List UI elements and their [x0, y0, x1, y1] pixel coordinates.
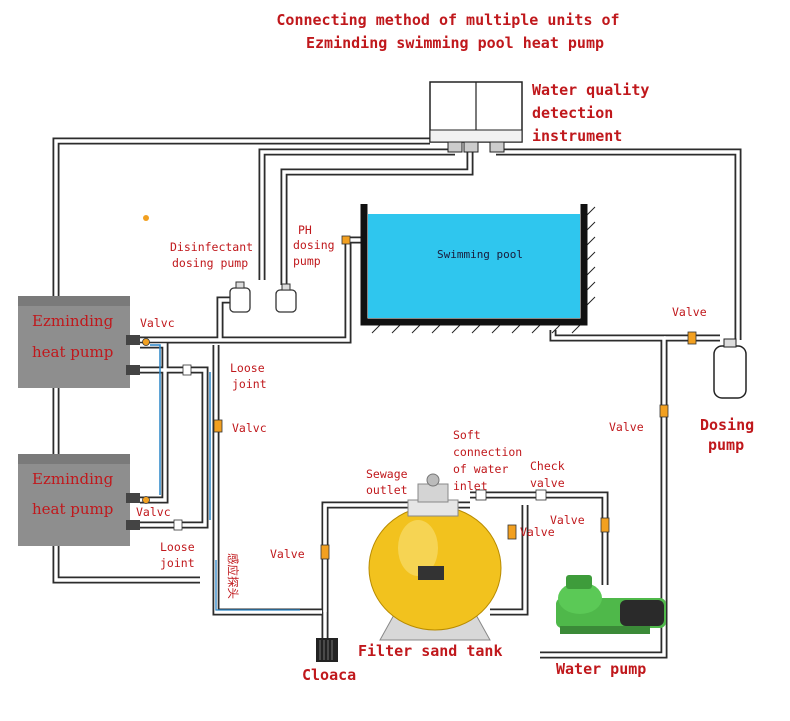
valve-right-mid-label: Valve: [609, 420, 644, 434]
water-pump-label: Water pump: [556, 660, 646, 678]
loose-joint-2-label-line1: Loose: [160, 540, 195, 554]
ph-pump-label-line2: dosing: [293, 238, 335, 252]
valve-right-top-label: Valve: [672, 305, 707, 319]
heat-pump-1-label-line1: Ezminding: [32, 312, 114, 330]
disinfectant-dosing-pump: [229, 281, 251, 313]
water-quality-instrument: [429, 81, 523, 153]
valve-heat-pump-2-label: Valvc: [136, 505, 171, 519]
disinfectant-pump-label-line1: Disinfectant: [170, 240, 253, 254]
sewage-outlet-label-line2: outlet: [366, 483, 408, 497]
small-valve-marker: [143, 215, 149, 221]
water-quality-label-line1: Water quality: [532, 81, 649, 99]
valve-heat-pump-1-label: Valvc: [140, 316, 175, 330]
valve-middle-label: Valvc: [232, 421, 267, 435]
dosing-pump-label-line2: pump: [708, 436, 744, 454]
dosing-pump-right: [713, 338, 747, 399]
valve-filter-right-1-label: Valve: [550, 513, 585, 527]
diagram-title-line1: Connecting method of multiple units of: [276, 11, 619, 29]
loose-joint-1-label-line2: joint: [232, 377, 267, 391]
heat-pump-1-label-line2: heat pump: [32, 343, 113, 361]
filter-sand-tank: [368, 473, 502, 641]
soft-connection-label-line2: connection: [453, 445, 522, 459]
swimming-pool: [360, 204, 596, 334]
check-valve-label-line1: Check: [530, 459, 565, 473]
cloaca: [316, 638, 338, 662]
loose-joint-1-label-line1: Loose: [230, 361, 265, 375]
cloaca-label: Cloaca: [302, 666, 356, 684]
valve-filter-right-2-label: Valve: [520, 525, 555, 539]
diagram-title-line2: Ezminding swimming pool heat pump: [306, 34, 604, 52]
heat-pump-2: [18, 454, 140, 546]
disinfectant-pump-label-line2: dosing pump: [172, 256, 248, 270]
dosing-pump-label-line1: Dosing: [700, 416, 754, 434]
heat-pump-2-label-line1: Ezminding: [32, 470, 114, 488]
ph-pump-label-line3: pump: [293, 254, 321, 268]
soft-connection-label-line3: of water: [453, 462, 508, 476]
sewage-outlet-label-line1: Sewage: [366, 467, 408, 481]
soft-connection-label-line1: Soft: [453, 428, 481, 442]
water-quality-label-line2: detection: [532, 104, 613, 122]
heat-pump-1: [18, 296, 140, 388]
sensor-probe-label: 感应探头: [226, 553, 240, 599]
swimming-pool-label: Swimming pool: [437, 248, 523, 261]
water-pump: [556, 575, 666, 634]
soft-connection-label-line4: inlet: [453, 479, 488, 493]
loose-joint-2-label-line2: joint: [160, 556, 195, 570]
ph-pump-label-line1: PH: [298, 223, 312, 237]
filter-sand-tank-label: Filter sand tank: [358, 642, 503, 660]
ph-dosing-pump: [275, 283, 297, 313]
valve-markers: [142, 235, 697, 560]
water-quality-label-line3: instrument: [532, 127, 622, 145]
valve-filter-left-label: Valve: [270, 547, 305, 561]
heat-pump-2-label-line2: heat pump: [32, 500, 113, 518]
check-valve-label-line2: valve: [530, 476, 565, 490]
